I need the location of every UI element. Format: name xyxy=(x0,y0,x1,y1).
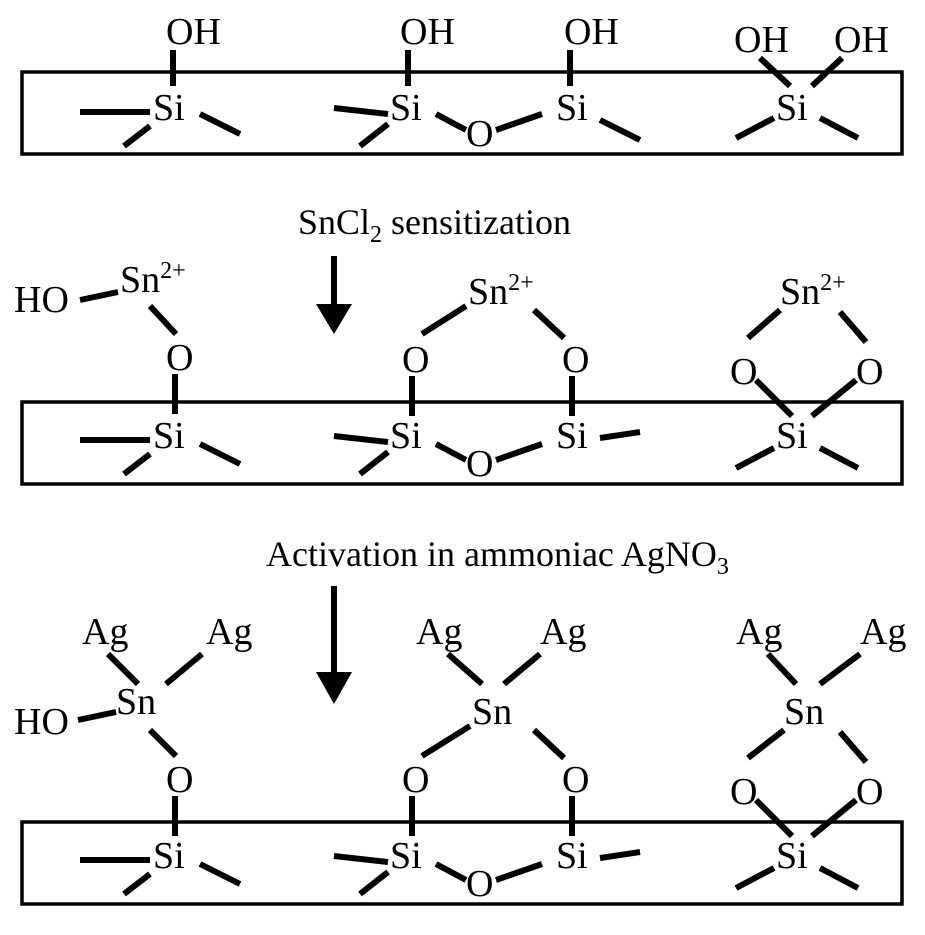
sn-label: Sn xyxy=(784,691,824,733)
o-label: O xyxy=(466,443,493,485)
oh-label: OH xyxy=(400,11,455,53)
ag-label: Ag xyxy=(736,611,782,653)
site-1: HO Sn2+ O Si xyxy=(14,258,242,477)
ag-label: Ag xyxy=(82,611,128,653)
step-sensitization: SnCl2 sensitization xyxy=(298,202,571,334)
si-label: Si xyxy=(153,835,185,877)
substrate-1 xyxy=(20,70,904,156)
ho-label: HO xyxy=(14,279,69,321)
o-label: O xyxy=(402,759,429,801)
si-label: Si xyxy=(153,87,185,129)
si-label: Si xyxy=(153,415,185,457)
o-label: O xyxy=(402,339,429,381)
sn-label: Sn2+ xyxy=(120,258,186,301)
oh-label: OH xyxy=(734,19,789,61)
o-label: O xyxy=(730,771,757,813)
panel-sn-sensitized: HO Sn2+ O Si Sn2+ O O Si Si O xyxy=(14,258,904,486)
o-label: O xyxy=(562,759,589,801)
sn-label: Sn2+ xyxy=(780,270,846,313)
o-label: O xyxy=(466,113,493,155)
si-label: Si xyxy=(390,835,422,877)
site-3: OH OH Si xyxy=(734,19,889,141)
oh-label: OH xyxy=(166,11,221,53)
oh-label: OH xyxy=(564,11,619,53)
site-3: Sn2+ O O Si xyxy=(730,270,883,471)
panel-ag-activated: Ag Ag HO Sn O Si Ag Ag Sn O O xyxy=(14,611,906,906)
oh-label: OH xyxy=(834,19,889,61)
activation-label: Activation in ammoniac AgNO3 xyxy=(266,534,729,580)
si-label: Si xyxy=(390,415,422,457)
site-2: Sn2+ O O Si Si O xyxy=(333,270,641,485)
ag-label: Ag xyxy=(540,611,586,653)
site-1: Ag Ag HO Sn O Si xyxy=(14,611,252,897)
ag-label: Ag xyxy=(206,611,252,653)
substrate-3 xyxy=(20,820,904,906)
o-label: O xyxy=(166,759,193,801)
o-label: O xyxy=(166,337,193,379)
si-label: Si xyxy=(390,87,422,129)
si-label: Si xyxy=(776,835,808,877)
si-label: Si xyxy=(776,415,808,457)
ag-label: Ag xyxy=(416,611,462,653)
si-label: Si xyxy=(556,87,588,129)
ag-label: Ag xyxy=(860,611,906,653)
site-1: OH Si xyxy=(80,11,242,149)
sn-label: Sn2+ xyxy=(468,270,534,313)
si-label: Si xyxy=(776,87,808,129)
panel-silica-surface: OH Si OH OH Si Si O OH OH xyxy=(20,11,904,156)
substrate-2 xyxy=(20,400,904,486)
o-label: O xyxy=(562,339,589,381)
site-2: Ag Ag Sn O O Si Si O xyxy=(333,611,641,905)
step-activation: Activation in ammoniac AgNO3 xyxy=(266,534,729,704)
o-label: O xyxy=(466,863,493,905)
si-label: Si xyxy=(556,415,588,457)
sn-label: Sn xyxy=(472,691,512,733)
o-label: O xyxy=(856,351,883,393)
site-3: Ag Ag Sn O O Si xyxy=(730,611,906,891)
down-arrow-icon xyxy=(316,586,352,704)
si-label: Si xyxy=(556,835,588,877)
o-label: O xyxy=(730,351,757,393)
o-label: O xyxy=(856,771,883,813)
site-2: OH OH Si Si O xyxy=(333,11,642,155)
down-arrow-icon xyxy=(316,256,352,334)
ho-label: HO xyxy=(14,701,69,743)
sn-label: Sn xyxy=(116,681,156,723)
sensitization-label: SnCl2 sensitization xyxy=(298,202,571,248)
